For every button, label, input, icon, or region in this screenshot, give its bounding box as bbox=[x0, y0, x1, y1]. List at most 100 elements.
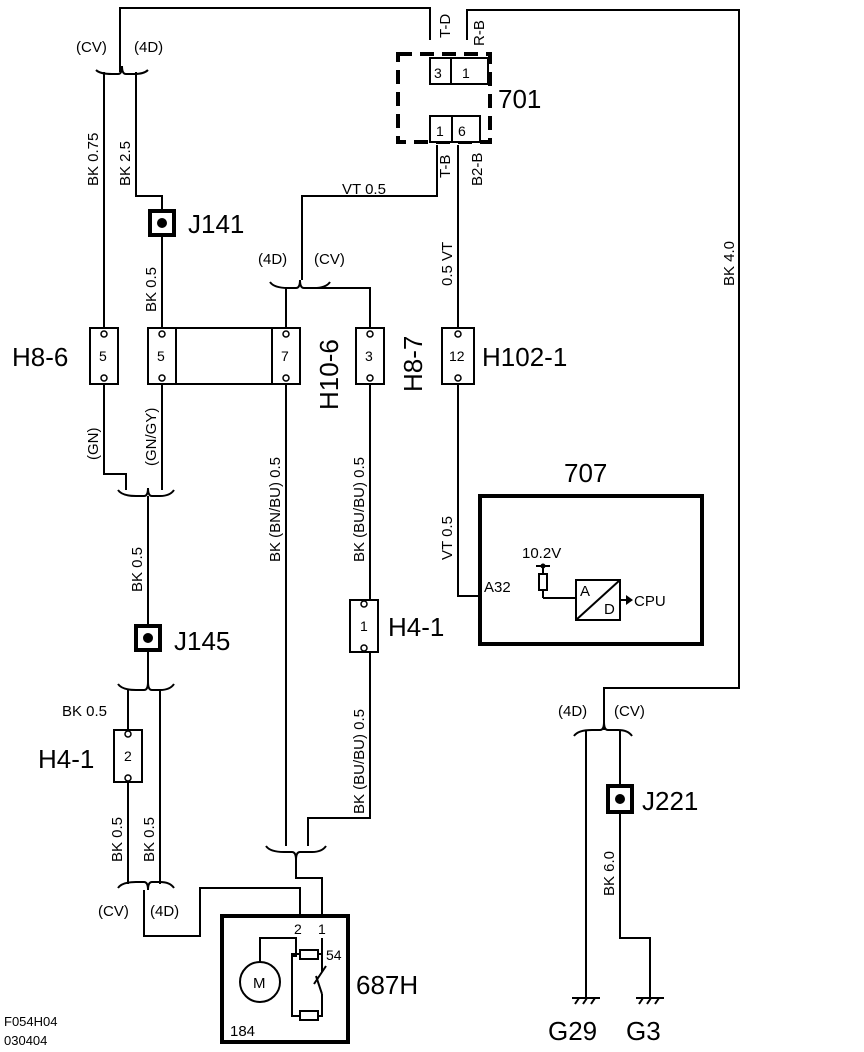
voltage-label: 10.2V bbox=[522, 545, 561, 562]
687h-label: 687H bbox=[356, 970, 418, 1000]
figure-code: F054H04 bbox=[4, 1014, 57, 1029]
adc-d: D bbox=[604, 601, 615, 618]
label-cv-right: (CV) bbox=[614, 703, 645, 720]
701-pin-6: 6 bbox=[458, 123, 466, 139]
cpu-label: CPU bbox=[634, 593, 666, 610]
label-bk075: BK 0.75 bbox=[85, 133, 102, 186]
row-pin-5: 5 bbox=[157, 348, 165, 364]
splice-j221: J221 bbox=[606, 784, 698, 816]
h8-6-pin: 5 bbox=[99, 348, 107, 364]
connector-j141-row: 5 7 bbox=[147, 327, 301, 385]
split-bracket-right bbox=[573, 721, 633, 737]
splice-j145: J145 bbox=[134, 624, 230, 656]
split-bracket-bot bbox=[117, 881, 175, 891]
687-pin-1: 1 bbox=[318, 921, 326, 937]
label-bk-bnbu: BK (BN/BU) 0.5 bbox=[267, 457, 284, 562]
wire-bot-to-motor bbox=[143, 887, 301, 937]
component-707: 707 10.2V A32 A D CPU bbox=[478, 458, 704, 646]
label-bk-bubu: BK (BU/BU) 0.5 bbox=[351, 457, 368, 562]
label-cv-top: (CV) bbox=[76, 39, 107, 56]
701-plug-top bbox=[429, 57, 489, 85]
701-pin-3: 3 bbox=[434, 65, 442, 81]
h4-1-mid-label: H4-1 bbox=[388, 612, 444, 642]
wires bbox=[95, 7, 740, 992]
label-gngy: (GN/GY) bbox=[143, 408, 160, 466]
connector-h102-1: 12 H102-1 bbox=[441, 327, 567, 385]
split-bracket-687 bbox=[265, 845, 327, 861]
wire-vt05-top bbox=[301, 145, 438, 280]
adc-a: A bbox=[580, 583, 590, 600]
ground-g3: G3 bbox=[626, 992, 664, 1046]
wire-bk25 bbox=[135, 72, 163, 212]
label-rb: R-B bbox=[471, 20, 488, 46]
wire-bk075 bbox=[119, 7, 431, 72]
label-bk05-c: BK 0.5 bbox=[109, 817, 126, 862]
component-687h: 687H 2 1 54 M 184 bbox=[220, 914, 418, 1044]
h4-1-mid-pin: 1 bbox=[360, 618, 368, 634]
h4-1-left-label: H4-1 bbox=[38, 744, 94, 774]
h10-6-label: H10-6 bbox=[314, 339, 344, 410]
label-bk05-a: BK 0.5 bbox=[143, 267, 160, 312]
wire-gn bbox=[103, 384, 127, 490]
splice-j141: J141 bbox=[148, 209, 244, 239]
wire-687-pin1 bbox=[295, 860, 323, 916]
j221-label: J221 bbox=[642, 786, 698, 816]
split-bracket-top bbox=[95, 65, 149, 75]
707-label: 707 bbox=[564, 458, 607, 488]
701-pin-1b: 1 bbox=[436, 123, 444, 139]
h8-6-label: H8-6 bbox=[12, 342, 68, 372]
label-td: T-D bbox=[437, 14, 454, 38]
label-tb: T-B bbox=[437, 155, 454, 178]
ground-g29: G29 bbox=[548, 992, 600, 1046]
wire-rb bbox=[466, 9, 740, 730]
701-label: 701 bbox=[498, 84, 541, 114]
connector-h4-1-mid: 1 H4-1 bbox=[349, 599, 444, 653]
connector-h8-7: 3 bbox=[355, 327, 385, 385]
j145-label: J145 bbox=[174, 626, 230, 656]
split-bracket-145-low bbox=[117, 681, 175, 691]
h102-1-pin: 12 bbox=[449, 348, 465, 364]
label-cv-bot: (CV) bbox=[98, 903, 129, 920]
split-bracket-145 bbox=[117, 487, 175, 497]
wire-bubu-lower bbox=[307, 652, 371, 846]
h10-6-pin: 7 bbox=[281, 348, 289, 364]
701-plug-bot bbox=[429, 115, 481, 143]
h102-1-label: H102-1 bbox=[482, 342, 567, 372]
label-cv-mid: (CV) bbox=[314, 251, 345, 268]
label-4d-top: (4D) bbox=[134, 39, 163, 56]
label-bk05-b: BK 0.5 bbox=[129, 547, 146, 592]
687-pin-2: 2 bbox=[294, 921, 302, 937]
wire-bk60 bbox=[619, 812, 651, 992]
g29-label: G29 bbox=[548, 1016, 597, 1046]
701-pin-1a: 1 bbox=[462, 65, 470, 81]
label-bk40: BK 4.0 bbox=[721, 241, 738, 286]
label-gn: (GN) bbox=[85, 428, 102, 461]
label-b2b: B2-B bbox=[469, 153, 486, 186]
component-701: 3 1 1 6 701 T-D R-B T-B B2-B bbox=[396, 14, 541, 186]
label-bk05-h: BK 0.5 bbox=[62, 703, 107, 720]
h8-7-pin: 3 bbox=[365, 348, 373, 364]
label-bk05-d: BK 0.5 bbox=[141, 817, 158, 862]
g3-label: G3 bbox=[626, 1016, 661, 1046]
label-bubu-lower: BK (BU/BU) 0.5 bbox=[351, 709, 368, 814]
label-4d-right: (4D) bbox=[558, 703, 587, 720]
connector-h4-1-left: 2 H4-1 bbox=[38, 729, 143, 783]
motor-id: 184 bbox=[230, 1023, 255, 1040]
figure-date: 030404 bbox=[4, 1033, 47, 1048]
label-bk25: BK 2.5 bbox=[117, 141, 134, 186]
j141-label: J141 bbox=[188, 209, 244, 239]
a32-label: A32 bbox=[484, 579, 511, 596]
label-bk60: BK 6.0 bbox=[601, 851, 618, 896]
h8-7-label: H8-7 bbox=[398, 336, 428, 392]
motor-m: M bbox=[253, 975, 266, 992]
687-pin-54: 54 bbox=[326, 947, 342, 963]
connector-h8-6: 5 H8-6 bbox=[12, 327, 119, 385]
label-4d-mid: (4D) bbox=[258, 251, 287, 268]
wire-labels: (CV) (4D) BK 0.75 BK 2.5 BK 0.5 VT 0.5 0… bbox=[62, 39, 738, 920]
split-bracket-mid bbox=[269, 279, 331, 289]
label-vt05-v: 0.5 VT bbox=[439, 242, 456, 286]
label-vt05-h: VT 0.5 bbox=[342, 181, 386, 198]
label-4d-bot: (4D) bbox=[150, 903, 179, 920]
label-vt05-707: VT 0.5 bbox=[439, 516, 456, 560]
